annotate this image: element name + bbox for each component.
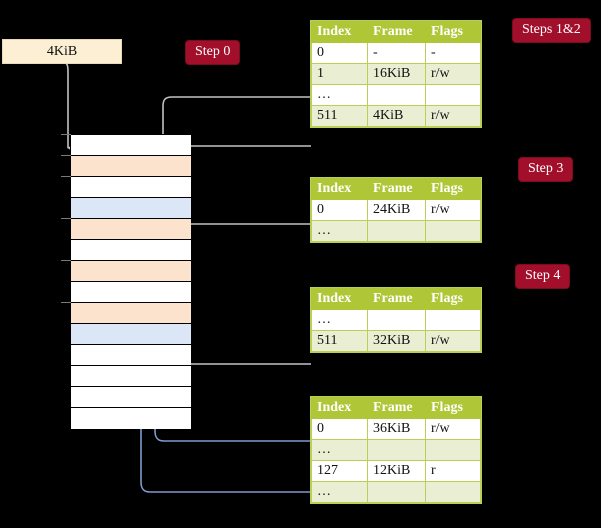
cell-index: 0	[311, 199, 368, 221]
cell-flags: r	[425, 460, 481, 482]
memory-tick-2	[61, 176, 71, 177]
column-header-flags: Flags	[425, 21, 481, 43]
badge-step-0: Step 0	[186, 41, 240, 64]
cell-index: 0	[311, 418, 368, 440]
memory-cell-8	[71, 303, 191, 324]
cell-flags	[425, 309, 481, 331]
cell-frame	[367, 220, 426, 242]
memory-cell-5	[71, 240, 191, 261]
table-row: 0--	[311, 42, 481, 64]
cell-frame	[367, 439, 426, 461]
cell-index: 0	[311, 42, 368, 64]
cell-frame: 32KiB	[367, 330, 426, 352]
column-header-index: Index	[311, 288, 368, 310]
memory-tick-8	[61, 302, 71, 303]
memory-cell-7	[71, 282, 191, 303]
column-header-index: Index	[311, 397, 368, 419]
cell-index: …	[311, 84, 368, 106]
memory-cell-11	[71, 366, 191, 387]
table-row: …	[311, 220, 481, 242]
cell-flags	[425, 84, 481, 106]
cell-index: …	[311, 220, 368, 242]
page-box-4kib: 4KiB	[2, 39, 122, 64]
cell-index: 127	[311, 460, 368, 482]
cell-flags: r/w	[425, 418, 481, 440]
memory-cell-0	[71, 135, 191, 156]
cell-frame: 24KiB	[367, 199, 426, 221]
table-row: …	[311, 84, 481, 106]
memory-cell-6	[71, 261, 191, 282]
memory-cell-3	[71, 198, 191, 219]
column-header-frame: Frame	[367, 178, 426, 200]
cell-flags: r/w	[425, 199, 481, 221]
cell-flags: r/w	[425, 105, 481, 127]
cell-flags	[425, 220, 481, 242]
column-header-flags: Flags	[425, 178, 481, 200]
memory-cell-12	[71, 387, 191, 408]
cell-index: …	[311, 439, 368, 461]
physical-memory-column	[70, 134, 191, 429]
column-header-frame: Frame	[367, 288, 426, 310]
badge-step-4: Step 4	[516, 265, 570, 288]
cell-flags	[425, 439, 481, 461]
column-header-index: Index	[311, 178, 368, 200]
wire-level2-row511-to-memory	[176, 307, 311, 365]
cell-frame: 4KiB	[367, 105, 426, 127]
table-row: …	[311, 439, 481, 461]
cell-index: 511	[311, 105, 368, 127]
cell-flags: -	[425, 42, 481, 64]
cell-index: …	[311, 481, 368, 503]
memory-cell-13	[71, 408, 191, 429]
table-row: …	[311, 309, 481, 331]
memory-tick-1	[61, 155, 71, 156]
column-header-frame: Frame	[367, 397, 426, 419]
memory-cell-10	[71, 345, 191, 366]
wire-level1-row0-to-memory	[176, 223, 311, 278]
wire-level0-row511-to-memory	[176, 145, 311, 257]
cell-frame	[367, 309, 426, 331]
badge-steps-1-2: Steps 1&2	[513, 19, 590, 42]
memory-tick-6	[61, 260, 71, 261]
memory-tick-4	[61, 218, 71, 219]
cell-frame: 12KiB	[367, 460, 426, 482]
cell-frame	[367, 84, 426, 106]
memory-cell-9	[71, 324, 191, 345]
column-header-frame: Frame	[367, 21, 426, 43]
cell-flags: r/w	[425, 330, 481, 352]
cell-index: …	[311, 309, 368, 331]
cell-flags: r/w	[425, 63, 481, 85]
cell-flags	[425, 481, 481, 503]
page-box-label: 4KiB	[46, 43, 78, 59]
cell-frame	[367, 481, 426, 503]
memory-cell-4	[71, 219, 191, 240]
cell-frame: -	[367, 42, 426, 64]
table-row: …	[311, 481, 481, 503]
memory-cell-1	[71, 156, 191, 177]
column-header-flags: Flags	[425, 288, 481, 310]
badge-step-3: Step 3	[519, 158, 573, 181]
column-header-flags: Flags	[425, 397, 481, 419]
cell-index: 511	[311, 330, 368, 352]
memory-tick-0	[61, 134, 71, 135]
column-header-index: Index	[311, 21, 368, 43]
cell-frame: 36KiB	[367, 418, 426, 440]
memory-cell-2	[71, 177, 191, 198]
cell-frame: 16KiB	[367, 63, 426, 85]
wire-step0-pagebox-to-memory	[60, 61, 75, 152]
cell-index: 1	[311, 63, 368, 85]
